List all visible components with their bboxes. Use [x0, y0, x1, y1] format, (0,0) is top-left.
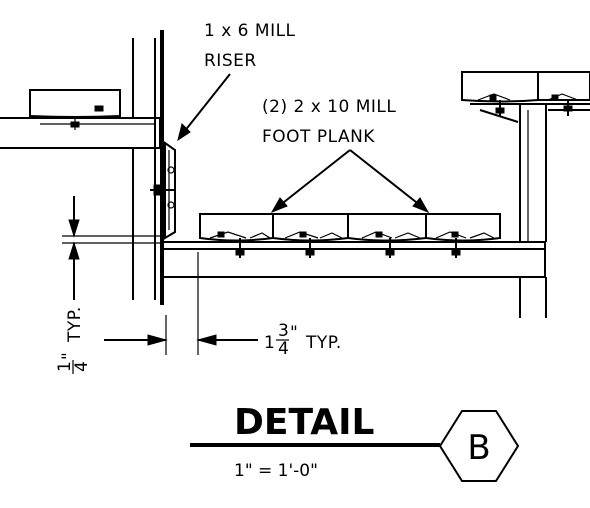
overhang-whole: 1 [264, 333, 275, 353]
foot-plank-4 [425, 213, 501, 242]
upper-right-beam [461, 71, 590, 123]
overhang-num: 3 [278, 321, 289, 341]
detail-marker-letter: B [467, 428, 490, 468]
plank-label-line2: FOOT PLANK [262, 127, 375, 147]
gap-dim-num: 1 [55, 361, 75, 372]
overhang-inch: " [290, 323, 298, 343]
gap-dimension-text: 1 4 " TYP. [55, 306, 92, 374]
riser-label-line2: RISER [204, 51, 257, 71]
foot-planks [199, 213, 501, 242]
overhang-den: 4 [278, 339, 289, 359]
plank-leaders [270, 149, 430, 213]
plank-label-line1: (2) 2 x 10 MILL [262, 97, 396, 117]
detail-title: DETAIL [234, 402, 374, 443]
detail-scale: 1" = 1'-0" [234, 461, 318, 481]
gap-dim-typ: TYP. [65, 306, 85, 343]
right-post [519, 104, 547, 318]
gap-dim-den: 4 [72, 361, 92, 372]
foot-plank-1 [199, 213, 274, 242]
plank-bolts [235, 238, 461, 258]
gap-dimension [62, 196, 160, 300]
overhang-dimension [104, 252, 258, 355]
overhang-typ: TYP. [305, 333, 342, 353]
detail-title-block: DETAIL 1" = 1'-0" B [190, 402, 520, 482]
foot-plank-2 [272, 213, 349, 242]
riser-label-line1: 1 x 6 MILL [204, 21, 296, 41]
detail-marker-hexagon [438, 410, 520, 482]
riser-leader [177, 73, 231, 142]
main-beam [164, 241, 546, 278]
riser-bolt [150, 184, 176, 196]
left-post [132, 30, 164, 305]
gap-dim-inch: " [59, 352, 79, 360]
upper-left-beam [0, 117, 161, 149]
overhang-dimension-text: 1 3 4 " TYP. [264, 321, 342, 359]
upper-left-plank [29, 89, 121, 130]
